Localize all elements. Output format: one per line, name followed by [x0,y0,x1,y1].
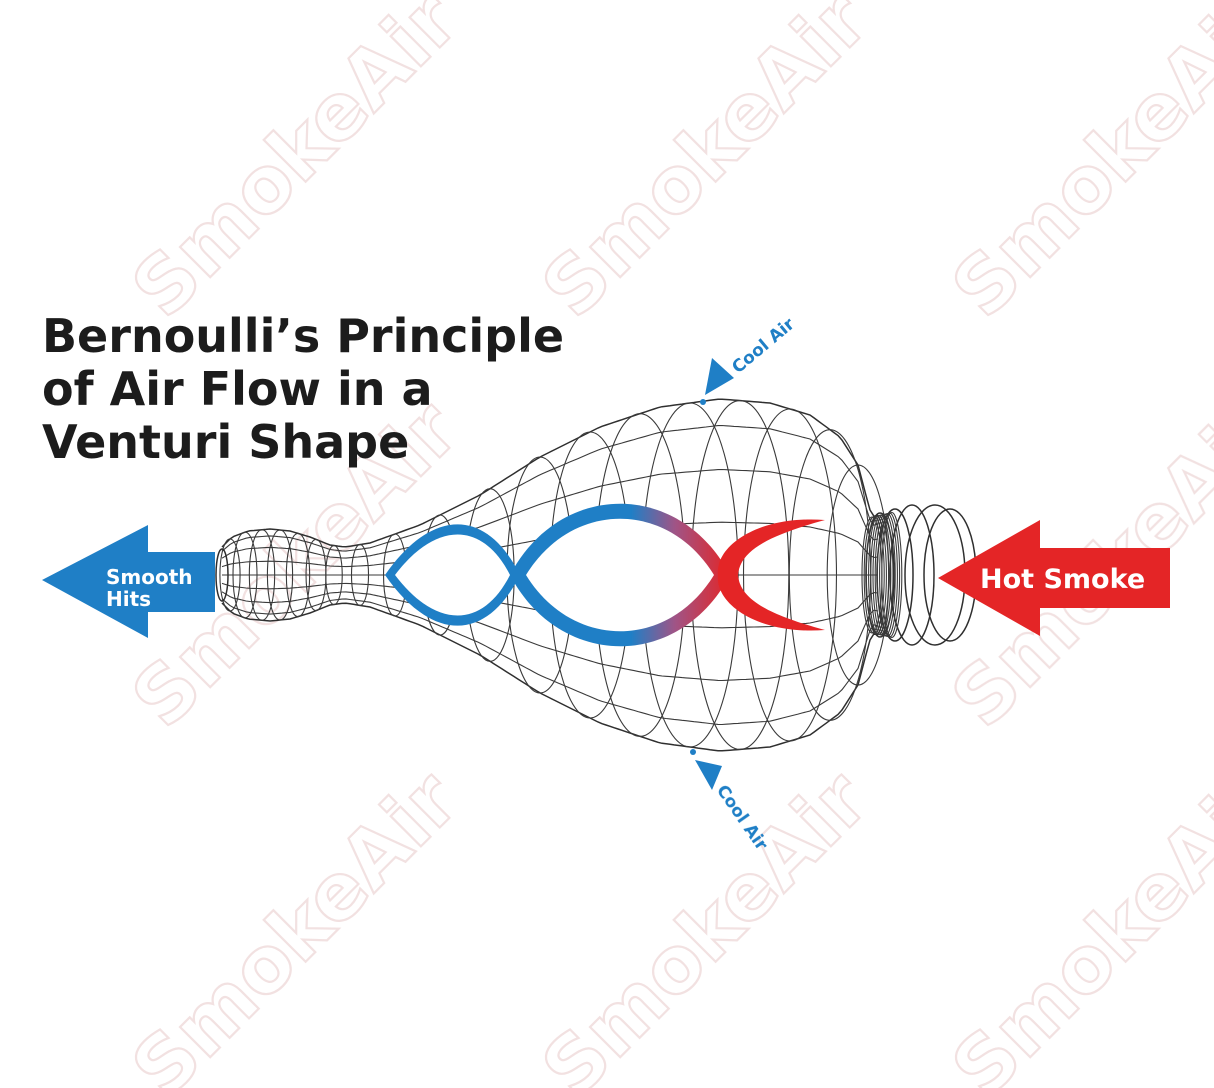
title-line-3: Venturi Shape [42,415,409,469]
wire-ring [219,538,241,612]
cool-air-bottom: Cool Air [690,749,772,855]
title-line-1: Bernoulli’s Principle [42,309,564,363]
wire-cap-rib [863,515,885,635]
wire-ring [248,529,276,621]
cool-air-bottom-dot [690,749,696,755]
watermark-logo: SmokeAir [116,0,476,335]
smooth-hits-label-line-2: Hits [106,587,151,611]
wire-ring [742,408,838,742]
wire-cap-rib [865,515,887,635]
hot-smoke-label: Hot Smoke [980,564,1145,595]
watermark-logo: SmokeAir [936,754,1214,1088]
wire-ring [325,544,343,606]
wire-longitude [221,424,879,552]
watermark-logo: SmokeAir [116,754,476,1088]
smooth-hits-arrow: Smooth Hits [42,525,215,638]
wire-tip [215,548,229,602]
wire-longitude [221,398,879,548]
watermark-logo: SmokeAir [526,0,886,335]
wire-cap-rib [874,513,896,637]
cool-air-top: Cool Air [700,314,799,405]
cool-air-top-dot [700,399,706,405]
diagram-title: Bernoulli’s Principle of Air Flow in a V… [42,309,564,469]
hot-smoke-arrow-shape [938,520,1170,636]
wire-longitude [221,468,879,559]
smooth-hits-label-line-1: Smooth [106,565,193,589]
wire-ring [350,544,370,606]
wire-longitude [221,598,879,726]
cool-air-bottom-arrowhead [695,760,722,790]
hot-smoke-arrow: Hot Smoke [938,520,1170,636]
title-line-2: of Air Flow in a [42,362,433,416]
wire-longitude [221,591,879,682]
wire-ring [232,531,258,619]
watermark-logo: SmokeAir [526,754,886,1088]
cool-air-top-label: Cool Air [728,314,799,378]
smooth-hits-arrow-shape [42,525,215,638]
cool-air-top-arrowhead [705,358,734,395]
wire-longitude [221,602,879,752]
wire-cap-ring [889,504,935,646]
wire-ring [266,529,294,621]
wire-cap-rib [872,513,894,637]
wire-cap-rib [870,514,892,636]
wire-cap-rib [879,512,901,638]
watermark-logo: SmokeAir [936,0,1214,335]
wire-cap-rib [876,512,898,638]
wire-cap-rib [868,514,890,636]
wire-ring [285,532,311,618]
wire-cap-rib [881,511,903,639]
flow-lens-main-inner [526,518,714,632]
airflow-curves [385,503,825,647]
flow-lens-left-inner [395,534,510,616]
hot-smoke-crescent [717,519,825,631]
